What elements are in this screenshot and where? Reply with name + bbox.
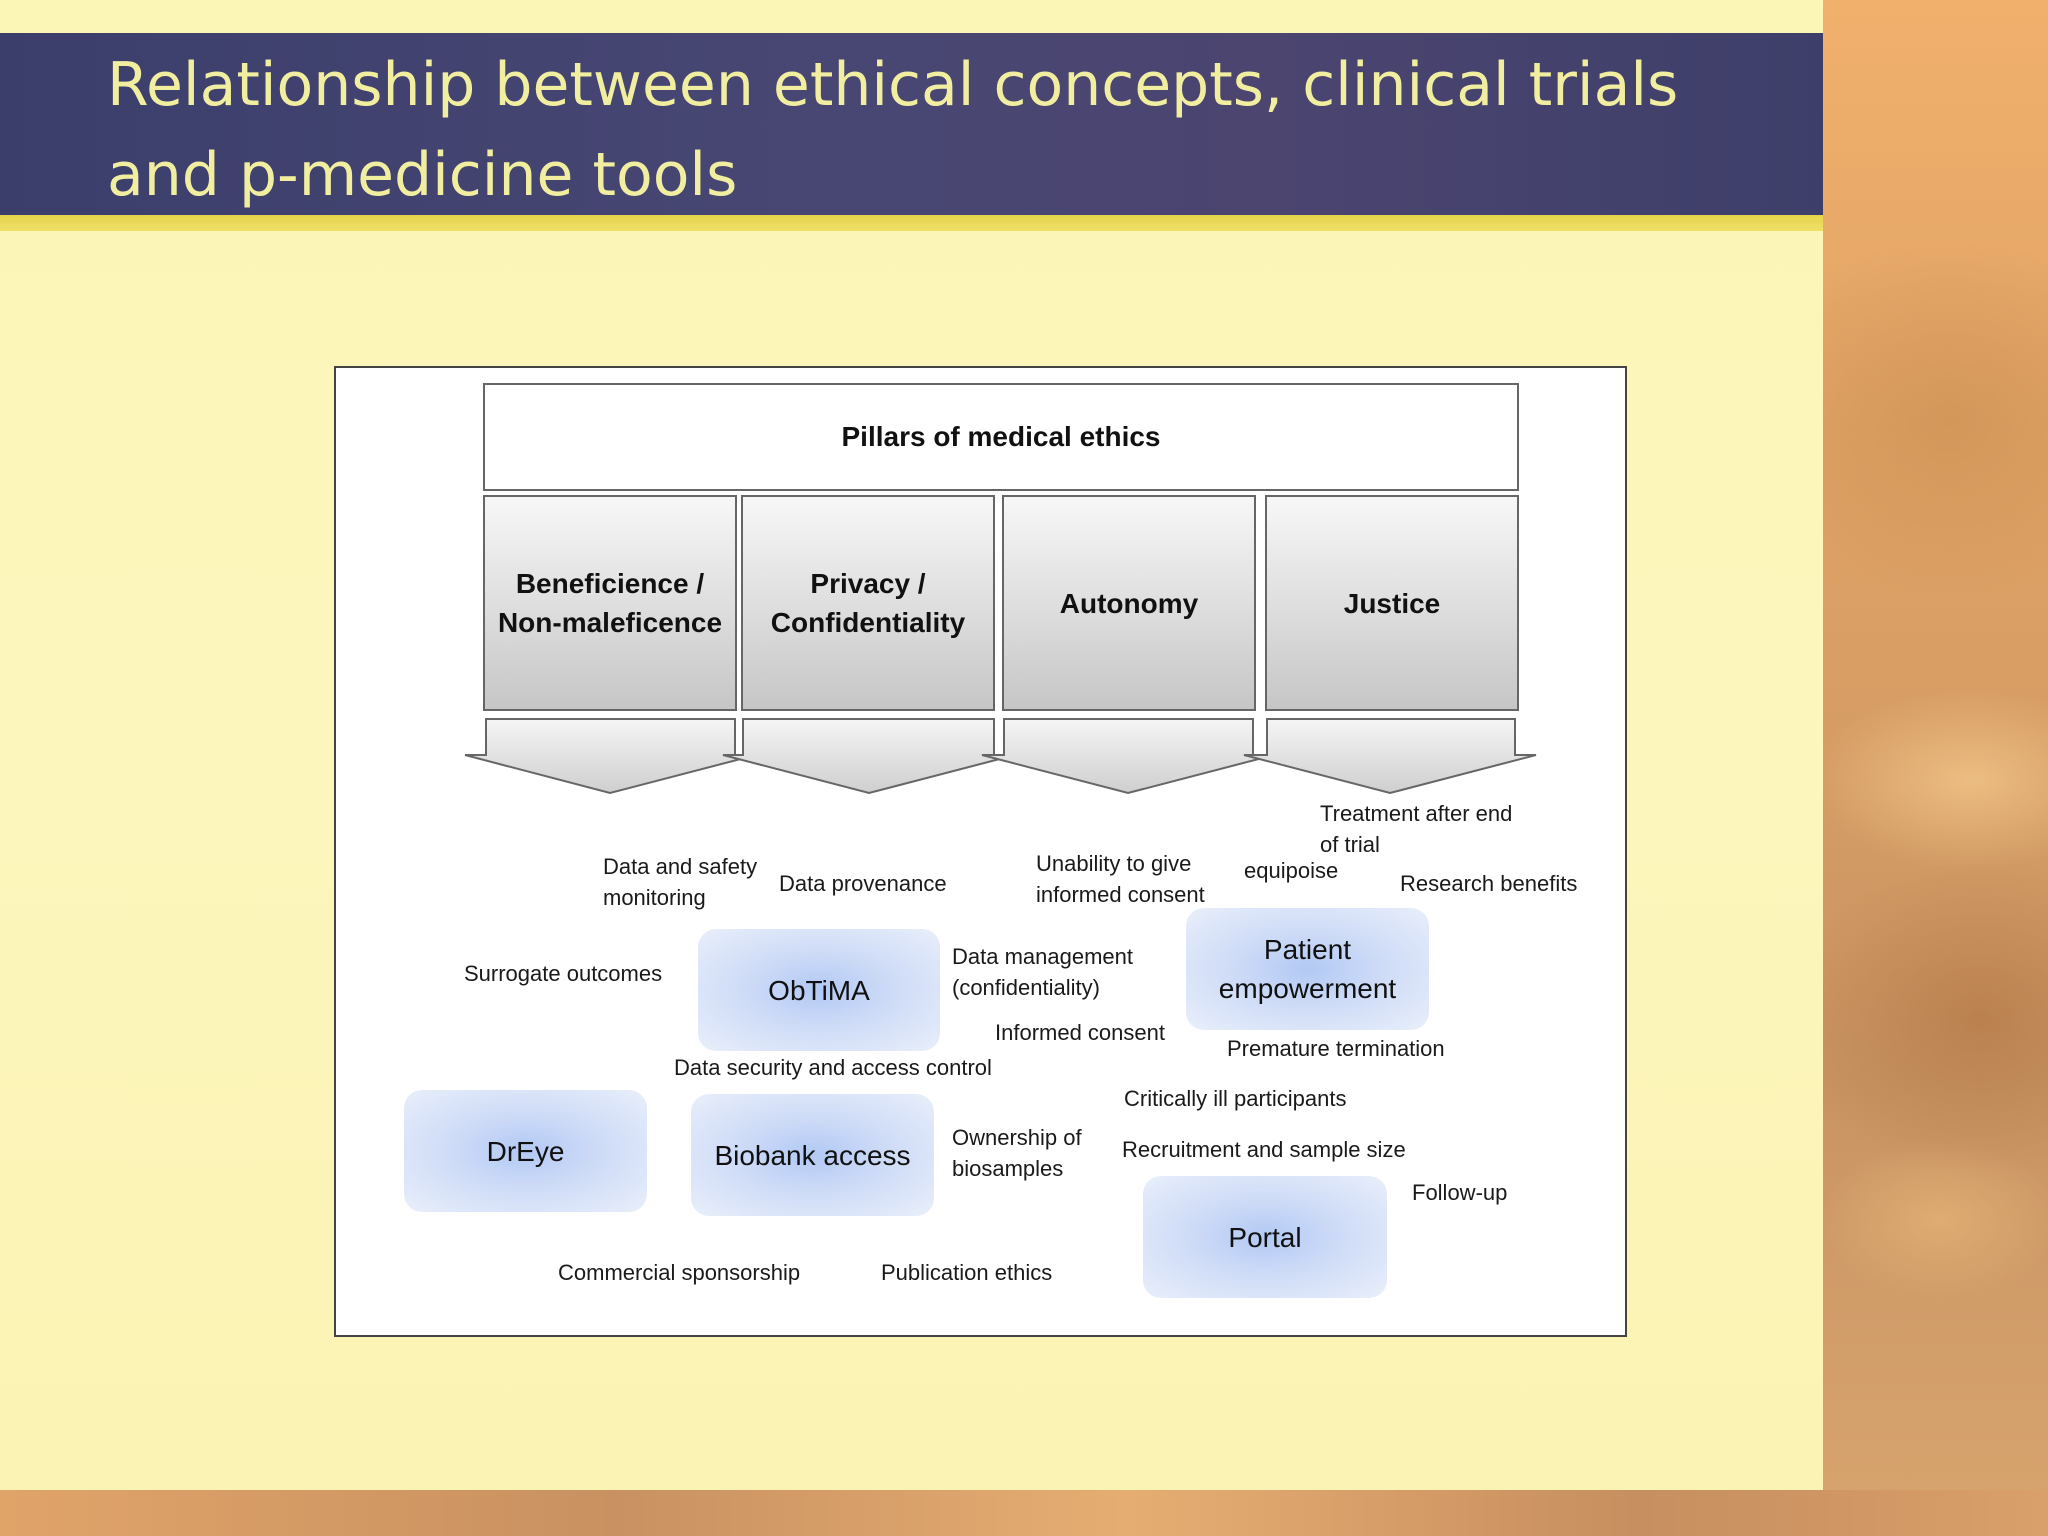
- pillar-privacy-line-2: Confidentiality: [770, 607, 966, 638]
- pillar-beneficience-line-2: Non-maleficence: [497, 607, 723, 638]
- slide-title: Relationship between ethical concepts, c…: [107, 40, 1747, 220]
- concept-research-benefits: Research benefits: [1400, 871, 1578, 896]
- slide-title-line-2: and p-medicine tools: [107, 140, 738, 210]
- pillar-beneficience: Beneficience / Non-maleficence: [483, 495, 737, 711]
- tool-obtima: ObTiMA: [698, 929, 940, 1051]
- pillar-beneficience-line-1: Beneficience /: [515, 568, 705, 599]
- concept-data-safety-monitoring: Data and safety monitoring: [603, 854, 758, 910]
- background-bottom-strip: [0, 1490, 2048, 1536]
- concept-treatment-after-trial: Treatment after end of trial: [1320, 801, 1513, 857]
- pillar-privacy-line-1: Privacy /: [810, 568, 926, 599]
- concept-ownership-biosamples: Ownership of biosamples: [952, 1125, 1082, 1181]
- slide-title-line-1: Relationship between ethical concepts, c…: [107, 50, 1679, 120]
- title-accent-stripe: [0, 215, 1823, 231]
- tool-patient-empowerment: Patient empowerment: [1186, 908, 1429, 1030]
- tool-dreye-label: DrEye: [486, 1135, 565, 1167]
- tool-portal: Portal: [1143, 1176, 1387, 1298]
- concept-commercial-sponsorship: Commercial sponsorship: [558, 1260, 801, 1285]
- arrow-autonomy: [981, 718, 1275, 795]
- arrow-justice: [1243, 718, 1537, 795]
- tool-portal-label: Portal: [1228, 1221, 1302, 1253]
- pillar-justice: Justice: [1265, 495, 1519, 711]
- concept-data-management: Data management (confidentiality): [952, 944, 1133, 1000]
- pillars-header-box: Pillars of medical ethics: [483, 383, 1519, 491]
- concept-data-provenance: Data provenance: [779, 871, 947, 896]
- title-bar: [0, 33, 1823, 215]
- tool-patient-empowerment-line-1: Patient: [1263, 934, 1352, 965]
- pillar-justice-line-1: Justice: [1343, 587, 1441, 619]
- arrow-privacy: [722, 718, 1016, 795]
- tool-biobank-access-label: Biobank access: [714, 1139, 911, 1171]
- arrow-beneficience: [464, 718, 757, 795]
- tool-dreye: DrEye: [404, 1090, 647, 1212]
- tool-patient-empowerment-line-2: empowerment: [1218, 973, 1397, 1004]
- pillar-privacy: Privacy / Confidentiality: [741, 495, 995, 711]
- pillars-header-label: Pillars of medical ethics: [841, 421, 1161, 452]
- pillar-autonomy-line-1: Autonomy: [1059, 587, 1199, 619]
- concept-surrogate-outcomes: Surrogate outcomes: [464, 961, 663, 986]
- concept-unability-consent: Unability to give informed consent: [1036, 851, 1205, 907]
- pillar-arrows: [464, 718, 1537, 795]
- ethics-diagram: Pillars of medical ethics Beneficience /…: [334, 366, 1627, 1337]
- concept-premature-termination: Premature termination: [1227, 1036, 1445, 1061]
- concept-data-security: Data security and access control: [674, 1055, 992, 1080]
- pillar-autonomy: Autonomy: [1002, 495, 1256, 711]
- concept-critically-ill: Critically ill participants: [1124, 1086, 1347, 1111]
- tool-obtima-label: ObTiMA: [768, 974, 870, 1006]
- concept-recruitment-sample-size: Recruitment and sample size: [1122, 1137, 1406, 1162]
- concept-follow-up: Follow-up: [1412, 1180, 1508, 1205]
- concept-informed-consent: Informed consent: [995, 1020, 1165, 1045]
- tool-biobank-access: Biobank access: [691, 1094, 934, 1216]
- concept-equipoise: equipoise: [1244, 858, 1339, 883]
- concept-publication-ethics: Publication ethics: [881, 1260, 1053, 1285]
